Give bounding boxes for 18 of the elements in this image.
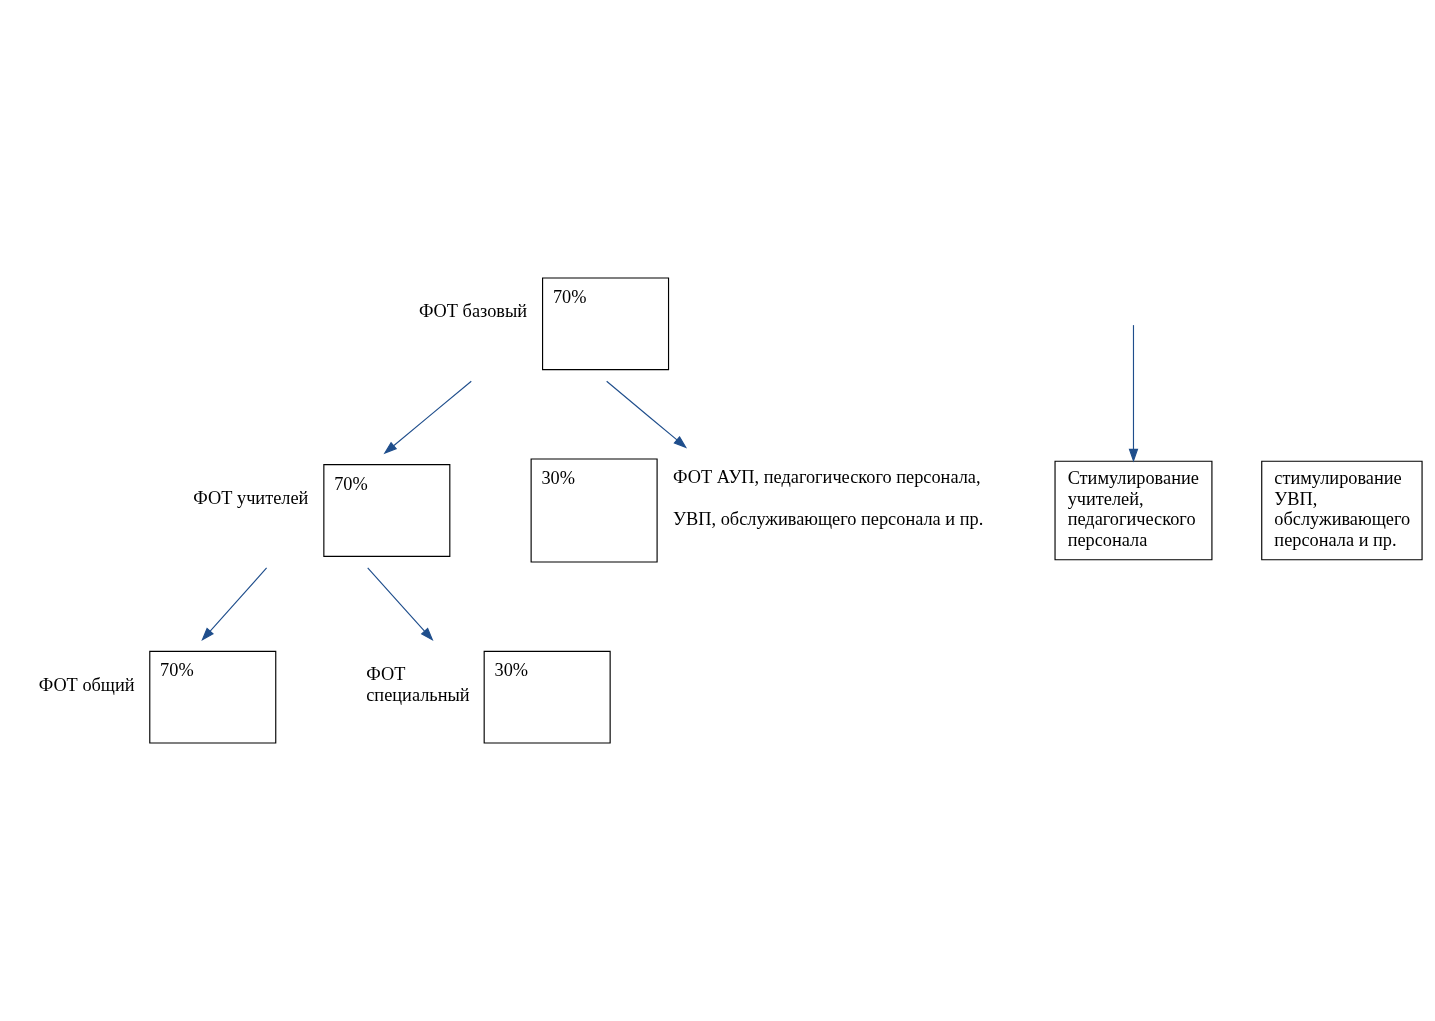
node-box: 70% [149,650,277,744]
node-label: ФОТ учителей [193,487,309,508]
node-label: УВП, обслуживающего персонала и пр. [673,509,984,530]
node-label: ФОТ АУП, педагогического персонала, [673,466,981,487]
node-label: ФОТ базовый [418,301,528,322]
arrow [606,380,688,449]
node-label: ФОТ общий [38,674,135,695]
node-box: 30% [530,458,658,563]
node-box: 70% [542,277,670,371]
node-box: 70% [323,464,451,557]
node-box: Стимулирование учителей, педагогического персонала [1054,460,1213,561]
node-box: стимулирование УВП, обслуживающего персонала и пр. [1261,460,1423,561]
node-box: 30% [483,650,611,744]
arrow [367,567,434,641]
node-label: ФОТ специальный [366,664,470,705]
arrow [383,380,472,455]
arrow [1128,324,1139,463]
arrow [201,567,268,641]
